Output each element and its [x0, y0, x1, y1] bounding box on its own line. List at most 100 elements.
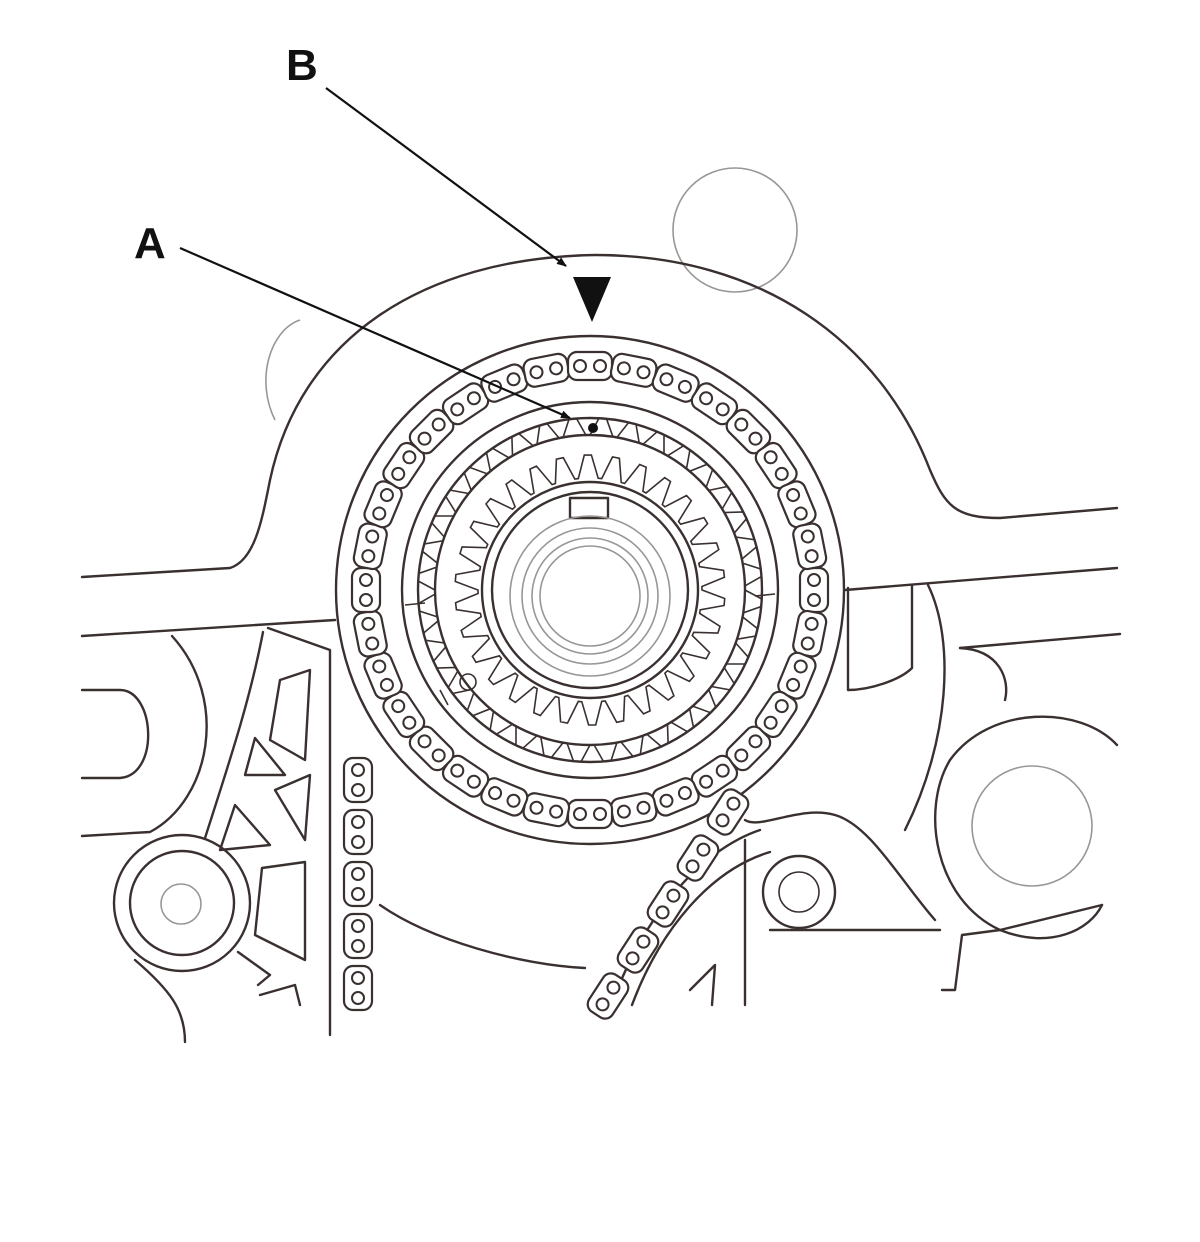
ring-pin-a-25 [616, 361, 631, 376]
right-run-plate-1 [676, 834, 720, 882]
guide-window-2 [243, 736, 287, 777]
ring-pin-b-3 [763, 715, 778, 730]
ring-pin-a-24 [573, 359, 587, 373]
guide-rail-left [266, 626, 332, 1037]
guide-window-5 [253, 860, 307, 962]
left-run-pin-a-3 [351, 919, 365, 933]
left-run-plate-1 [342, 808, 374, 856]
ring-link-24 [566, 350, 614, 382]
left-run-link-0 [342, 756, 374, 804]
right-bolt-hole [971, 765, 1093, 887]
tick-lower-left [439, 689, 449, 706]
ring-pin-b-10 [488, 786, 503, 801]
ring-pin-a-27 [699, 391, 714, 406]
ring-pin-a-8 [593, 807, 607, 821]
sprocket-outer-rim [400, 400, 780, 780]
crank-bore-3 [531, 537, 649, 655]
ring-link-10 [480, 777, 529, 817]
left-run-pin-a-1 [351, 815, 365, 829]
ring-link-29 [754, 441, 798, 490]
leader-line-b [325, 87, 567, 267]
upper-left-hole-arc [265, 319, 301, 421]
ring-pin-a-20 [417, 431, 432, 446]
sprocket-outer-rim-inner [416, 416, 764, 764]
ring-pin-a-23 [529, 365, 544, 380]
ring-link-16 [350, 566, 382, 614]
leader-line-a [179, 246, 571, 420]
right-bracket [846, 583, 914, 692]
right-run-pin-b-0 [715, 813, 730, 828]
left-run-pin-b-1 [351, 835, 365, 849]
left-run-pin-b-2 [351, 887, 365, 901]
ring-pin-a-19 [391, 466, 406, 481]
guide-window-6 [236, 950, 272, 987]
ring-plate-6 [651, 777, 700, 817]
ring-pin-a-7 [636, 800, 651, 815]
left-flange-line [80, 618, 337, 638]
left-run-link-4 [342, 964, 374, 1012]
ring-link-15 [352, 609, 388, 658]
left-run-pin-b-4 [351, 991, 365, 1005]
ring-pin-b-0 [807, 593, 821, 607]
guide-window-4 [218, 803, 272, 852]
ring-link-18 [363, 480, 403, 529]
tensioner-base [940, 903, 1104, 992]
ring-link-12 [408, 725, 455, 772]
ring-pin-b-7 [616, 804, 631, 819]
ring-link-0 [798, 566, 830, 614]
ring-pin-b-14 [372, 659, 387, 674]
left-run-link-3 [342, 912, 374, 960]
left-run-plate-2 [342, 860, 374, 908]
ring-link-9 [522, 792, 571, 828]
left-run-link-1 [342, 808, 374, 856]
ring-pin-b-18 [379, 488, 394, 503]
ring-link-13 [382, 690, 426, 739]
inner-gear-teeth [454, 454, 726, 726]
crank-sprocket [334, 334, 846, 846]
ring-pin-b-4 [734, 748, 749, 763]
ring-link-23 [522, 352, 571, 388]
right-run-link-0 [706, 788, 750, 836]
left-run-plate-0 [342, 756, 374, 804]
tensioner-shoe-inner [630, 850, 772, 1007]
background-holes [160, 167, 1093, 925]
ring-pin-a-28 [734, 417, 749, 432]
left-run-pin-a-4 [351, 971, 365, 985]
ring-plate-30 [777, 480, 817, 529]
ring-pin-b-25 [636, 365, 651, 380]
ring-pin-b-1 [800, 636, 815, 651]
ring-link-30 [777, 480, 817, 529]
ring-pin-a-31 [800, 529, 815, 544]
ring-pin-a-26 [659, 372, 674, 387]
right-flange-lower [958, 632, 1122, 650]
ring-pin-b-11 [450, 763, 465, 778]
ring-pin-b-17 [365, 529, 380, 544]
ring-pin-a-3 [774, 699, 789, 714]
ring-pin-b-28 [748, 431, 763, 446]
ring-plate-31 [792, 522, 828, 571]
timing-chain-ring [350, 350, 830, 830]
ring-pin-a-2 [793, 659, 808, 674]
right-run-pin-b-1 [685, 859, 700, 874]
tensioner-housing [933, 715, 1119, 940]
left-lower-arm [133, 958, 187, 1044]
ring-pin-b-20 [431, 417, 446, 432]
guide-window-7 [258, 983, 302, 1007]
ring-pin-a-17 [361, 549, 376, 564]
ring-pin-a-10 [506, 793, 521, 808]
crank-bore-4 [539, 545, 641, 647]
left-pulley-outer [112, 833, 252, 973]
callout-label-a: A [134, 219, 166, 268]
ring-pin-b-2 [786, 677, 801, 692]
ring-link-17 [352, 522, 388, 571]
ring-pin-b-31 [804, 549, 819, 564]
ring-pin-b-24 [593, 359, 607, 373]
ring-link-7 [609, 792, 658, 828]
crank-hub-outer [480, 480, 700, 700]
ring-plate-14 [363, 651, 403, 700]
tensioner-arm-top [743, 811, 937, 922]
left-bolt-hole [160, 883, 202, 925]
left-stub [80, 688, 150, 780]
